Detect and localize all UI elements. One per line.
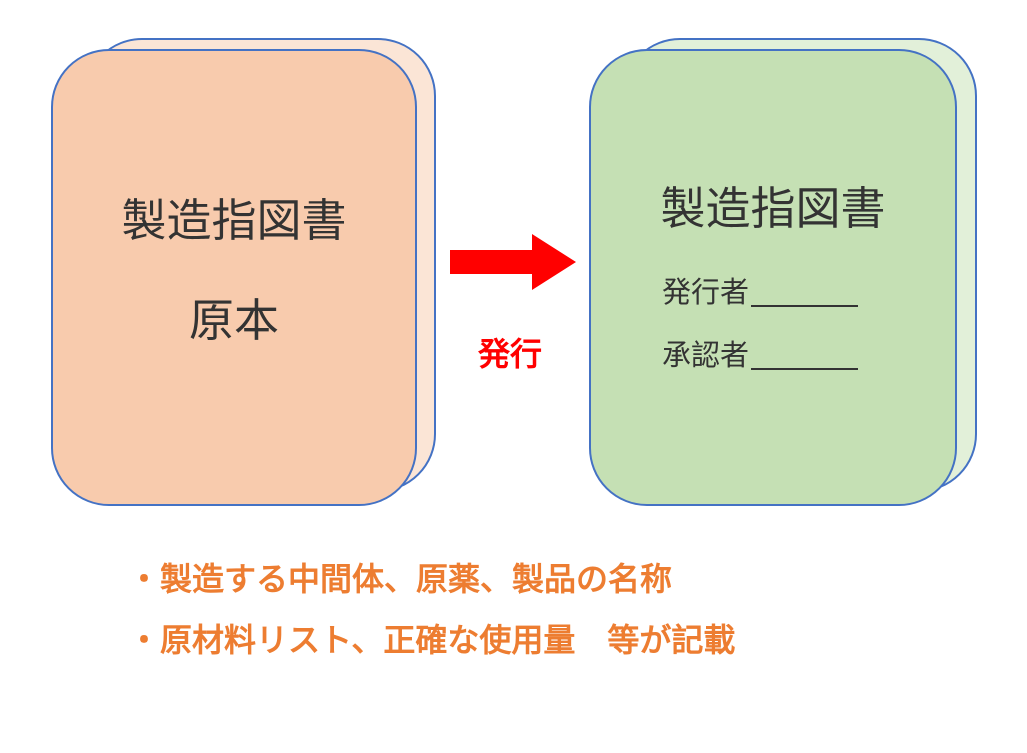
source-document-card [51, 49, 417, 506]
issuer-field: 発行者 [662, 275, 859, 309]
issued-document-card [589, 49, 957, 506]
approver-label: 承認者 [662, 338, 750, 372]
note-item: ・製造する中間体、原薬、製品の名称 [128, 560, 673, 598]
right-arrow-icon [450, 234, 576, 290]
issuer-label: 発行者 [662, 275, 750, 309]
source-document-subtitle: 原本 [188, 294, 279, 347]
source-document-title: 製造指図書 [121, 194, 347, 247]
issue-label: 発行 [478, 335, 543, 373]
note-item: ・原材料リスト、正確な使用量 等が記載 [128, 621, 736, 659]
issuer-signature-line [751, 279, 859, 307]
approver-field: 承認者 [662, 338, 859, 372]
approver-signature-line [751, 342, 859, 370]
issued-document-title: 製造指図書 [660, 182, 886, 235]
